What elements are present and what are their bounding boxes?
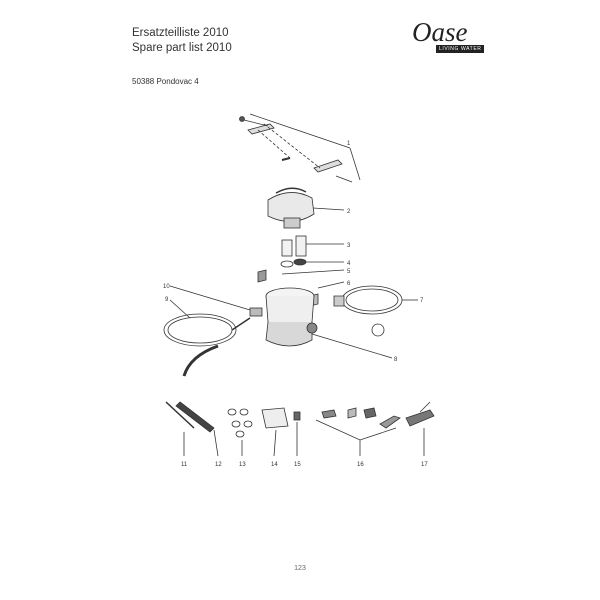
- part-4-rings: [280, 258, 344, 268]
- part-16-nozzles: [315, 407, 401, 456]
- label-part-6: 6: [347, 281, 351, 287]
- part-11-tube: [165, 401, 195, 456]
- label-part-9: 9: [165, 297, 169, 303]
- part-2-motor-head: [267, 187, 345, 229]
- part-8-vacuum-body: [265, 287, 393, 359]
- part-13-seals: [227, 408, 253, 456]
- label-part-3: 3: [347, 243, 351, 249]
- label-part-11: 11: [181, 462, 188, 468]
- part-9-hose-left: [163, 299, 251, 377]
- title-english: Spare part list 2010: [132, 42, 232, 54]
- part-1-handles: [239, 113, 361, 183]
- product-label: 50388 Pondovac 4: [132, 77, 199, 86]
- logo-tagline: LIVING WATER: [436, 45, 485, 53]
- part-12-tube: [175, 401, 219, 457]
- oase-logo: Oase LIVING WATER: [410, 17, 488, 53]
- label-part-8: 8: [394, 357, 398, 363]
- part-7-hose-right: [333, 285, 418, 337]
- label-part-7: 7: [420, 298, 424, 304]
- label-part-13: 13: [239, 462, 246, 468]
- part-14-filter-sheet: [261, 407, 289, 457]
- part-number-labels: 1 2 3 4 5 6 7 8 9 10 11 12 13 14 15 16 1…: [163, 141, 428, 468]
- label-part-5: 5: [347, 269, 351, 275]
- label-part-17: 17: [421, 462, 428, 468]
- label-part-10: 10: [163, 284, 170, 290]
- label-part-4: 4: [347, 261, 351, 267]
- label-part-12: 12: [215, 462, 222, 468]
- page-number: 123: [294, 565, 306, 572]
- page-title: Ersatzteilliste 2010 Spare part list 201…: [132, 26, 232, 56]
- label-part-16: 16: [357, 462, 364, 468]
- title-german: Ersatzteilliste 2010: [132, 27, 229, 39]
- label-part-15: 15: [294, 462, 301, 468]
- label-part-1: 1: [347, 141, 351, 147]
- label-part-14: 14: [271, 462, 278, 468]
- label-part-2: 2: [347, 209, 351, 215]
- part-17-floor-nozzle: [405, 401, 435, 456]
- part-15-valve: [293, 411, 301, 456]
- part-10-adapter: [169, 285, 263, 317]
- part-3-filter-tubes: [281, 235, 344, 257]
- logo-wordmark: Oase: [412, 17, 468, 47]
